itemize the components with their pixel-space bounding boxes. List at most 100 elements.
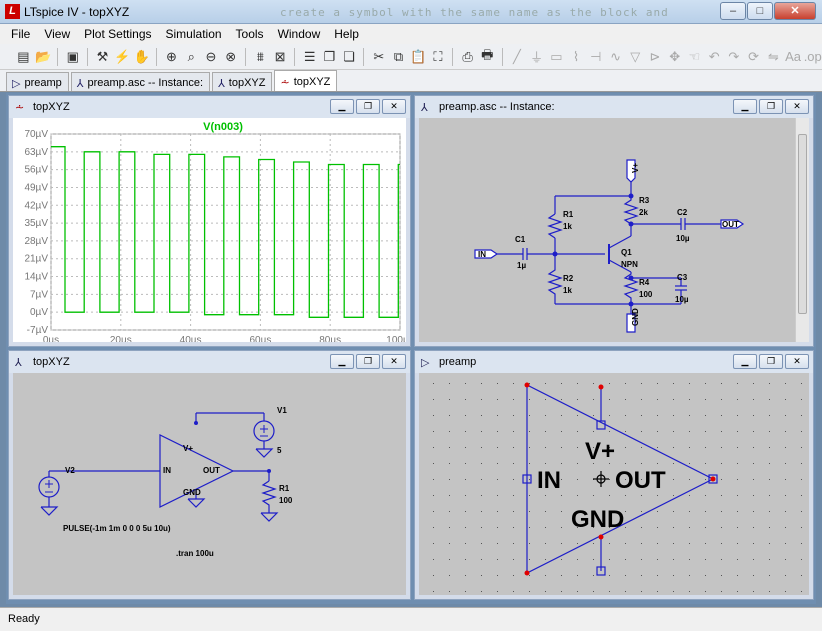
pan-icon[interactable]: ⌕ [182, 47, 201, 67]
grid-dot [737, 383, 738, 384]
plot-window-titlebar[interactable]: ⩪ topXYZ ▁ ❐ ✕ [9, 96, 410, 118]
redo-icon[interactable]: ↷ [725, 47, 744, 67]
y-tick-label: 7µV [30, 289, 48, 300]
vertical-scrollbar[interactable] [795, 118, 809, 342]
opamp-out: OUT [203, 466, 220, 475]
scrollbar-thumb[interactable] [798, 134, 807, 314]
minimize-button[interactable]: – [720, 2, 746, 20]
drag-icon[interactable]: ☜ [685, 47, 704, 67]
grid-dot [801, 591, 802, 592]
instance-schematic-canvas[interactable]: V+ IN OUT GND R1 1k R2 1k R3 2k R4 100 C… [419, 118, 809, 342]
symbol-editor-window[interactable]: ▷ preamp ▁ ❐ ✕ [414, 350, 814, 600]
close-button[interactable]: ✕ [382, 354, 406, 369]
grid-dot [721, 463, 722, 464]
grid-dot [785, 447, 786, 448]
mirror-icon[interactable]: ⇋ [764, 47, 783, 67]
minimize-button[interactable]: ▁ [330, 354, 354, 369]
maximize-button[interactable]: □ [747, 2, 773, 20]
autorange-icon[interactable]: ⩩ [251, 47, 270, 67]
minimize-button[interactable]: ▁ [733, 354, 757, 369]
capacitor-icon[interactable]: ⊣ [586, 47, 605, 67]
grid-dot [481, 431, 482, 432]
diode-icon[interactable]: ▽ [626, 47, 645, 67]
new-schematic-icon[interactable]: ▤ [14, 47, 33, 67]
control-panel-icon[interactable]: ⚒ [93, 47, 112, 67]
tab-preamp-symbol[interactable]: ▷ preamp [6, 72, 69, 91]
rotate-icon[interactable]: ⟳ [744, 47, 763, 67]
plot-pane[interactable]: 70µV63µV56µV49µV42µV35µV28µV21µV14µV7µV0… [13, 118, 406, 342]
copy-icon[interactable]: ⧉ [389, 47, 408, 67]
print-setup-icon[interactable]: ⎙ [458, 47, 477, 67]
top-schematic-window[interactable]: ⅄ topXYZ ▁ ❐ ✕ [8, 350, 411, 600]
print-icon[interactable]: 🖶 [478, 47, 497, 67]
grid-dot [705, 447, 706, 448]
trace-label[interactable]: V(n003) [203, 121, 243, 133]
trace-line[interactable] [51, 147, 400, 318]
cut-icon[interactable]: ✂ [369, 47, 388, 67]
restore-button[interactable]: ❐ [759, 99, 783, 114]
grid-dot [801, 511, 802, 512]
component-icon[interactable]: ⊳ [646, 47, 665, 67]
save-icon[interactable]: ▣ [63, 47, 82, 67]
waveform-plot[interactable]: 70µV63µV56µV49µV42µV35µV28µV21µV14µV7µV0… [13, 118, 406, 342]
close-button[interactable]: ✕ [382, 99, 406, 114]
zoom-out-icon[interactable]: ⊖ [202, 47, 221, 67]
move-icon[interactable]: ✥ [665, 47, 684, 67]
halt-hand-icon[interactable]: ✋ [132, 47, 151, 67]
undo-icon[interactable]: ↶ [705, 47, 724, 67]
tab-topxyz-schematic[interactable]: ⅄ topXYZ [212, 72, 272, 91]
minimize-button[interactable]: ▁ [330, 99, 354, 114]
find-binoculars-icon[interactable]: ⛶ [429, 47, 448, 67]
resistor-icon[interactable]: ⌇ [567, 47, 586, 67]
plot-window[interactable]: ⩪ topXYZ ▁ ❐ ✕ 70µV63µV56µV49µV42µV35µV2… [8, 95, 411, 347]
open-folder-icon[interactable]: 📂 [34, 47, 53, 67]
top-schematic-canvas[interactable]: V1 5 V2 PULSE(-1m 1m 0 0 0 5u 10u) V+ IN… [13, 373, 406, 595]
spice-directive-icon[interactable]: .op [803, 47, 822, 67]
tab-topxyz-waveform[interactable]: ⩪ topXYZ [274, 70, 337, 91]
grid-dot [465, 431, 466, 432]
zoom-fit-icon[interactable]: ⊗ [221, 47, 240, 67]
grid-dot [481, 447, 482, 448]
cascade-icon[interactable]: ❐ [320, 47, 339, 67]
tile-vertical-icon[interactable]: ❏ [340, 47, 359, 67]
ground-icon[interactable]: ⏚ [527, 47, 546, 67]
symbol-canvas[interactable]: V+ IN OUT GND [419, 373, 809, 595]
grid-dot [705, 591, 706, 592]
wire-icon[interactable]: ╱ [508, 47, 527, 67]
menu-plot-settings[interactable]: Plot Settings [77, 24, 158, 44]
tab-preamp-instance[interactable]: ⅄ preamp.asc -- Instance: [71, 72, 210, 91]
grid-dot [593, 415, 594, 416]
ltspice-app-icon[interactable]: L [5, 4, 20, 19]
grid-dot [561, 559, 562, 560]
top-window-titlebar[interactable]: ⅄ topXYZ ▁ ❐ ✕ [9, 351, 410, 373]
symbol-window-titlebar[interactable]: ▷ preamp ▁ ❐ ✕ [415, 351, 813, 373]
grid-dot [769, 399, 770, 400]
menu-simulation[interactable]: Simulation [159, 24, 229, 44]
run-icon[interactable]: ⚡ [113, 47, 132, 67]
menu-help[interactable]: Help [327, 24, 366, 44]
menu-file[interactable]: File [4, 24, 37, 44]
menu-view[interactable]: View [37, 24, 77, 44]
instance-window-titlebar[interactable]: ⅄ preamp.asc -- Instance: ▁ ❐ ✕ [415, 96, 813, 118]
tile-horizontal-icon[interactable]: ☰ [300, 47, 319, 67]
minimize-button[interactable]: ▁ [733, 99, 757, 114]
inductor-icon[interactable]: ∿ [606, 47, 625, 67]
restore-button[interactable]: ❐ [356, 354, 380, 369]
text-icon[interactable]: Aa [784, 47, 803, 67]
menu-tools[interactable]: Tools [229, 24, 271, 44]
menu-window[interactable]: Window [271, 24, 328, 44]
restore-button[interactable]: ❐ [356, 99, 380, 114]
close-button[interactable]: ✕ [774, 2, 816, 20]
grid-dot [433, 463, 434, 464]
restore-button[interactable]: ❐ [759, 354, 783, 369]
label-net-icon[interactable]: ▭ [547, 47, 566, 67]
zoom-in-icon[interactable]: ⊕ [162, 47, 181, 67]
close-button[interactable]: ✕ [785, 99, 809, 114]
grid-dot [625, 495, 626, 496]
grid-dot [449, 447, 450, 448]
grid-dot [705, 463, 706, 464]
paste-icon[interactable]: 📋 [409, 47, 428, 67]
instance-schematic-window[interactable]: ⅄ preamp.asc -- Instance: ▁ ❐ ✕ [414, 95, 814, 347]
close-button[interactable]: ✕ [785, 354, 809, 369]
delete-plot-icon[interactable]: ⊠ [271, 47, 290, 67]
